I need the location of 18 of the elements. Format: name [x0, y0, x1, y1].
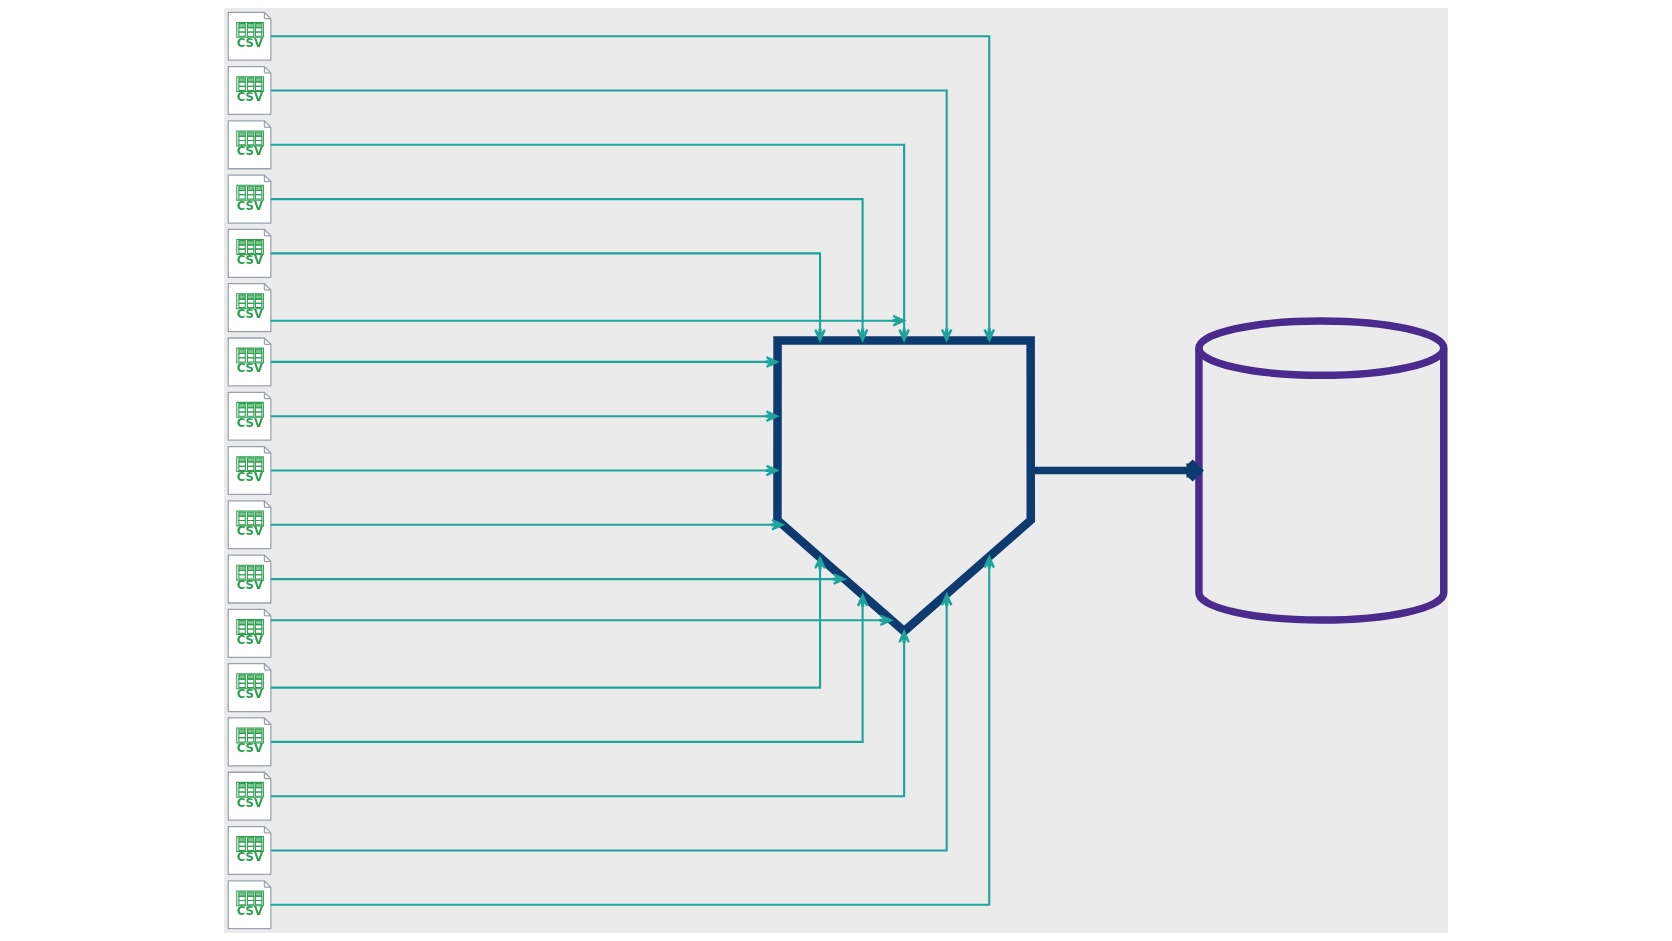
arrow	[270, 614, 893, 627]
arrow	[1031, 458, 1203, 483]
arrow	[271, 594, 869, 743]
arrow	[270, 410, 779, 423]
arrow	[270, 464, 779, 477]
arrow	[271, 593, 953, 852]
arrow	[270, 252, 826, 342]
arrow	[270, 356, 779, 368]
arrow	[270, 573, 846, 585]
arrow	[270, 314, 906, 327]
arrow	[270, 555, 996, 906]
arrow	[270, 518, 784, 531]
arrow	[270, 556, 826, 689]
arrow	[270, 143, 910, 342]
arrow	[271, 198, 869, 342]
arrow	[270, 35, 996, 342]
arrow	[270, 630, 910, 798]
arrow	[271, 89, 953, 342]
